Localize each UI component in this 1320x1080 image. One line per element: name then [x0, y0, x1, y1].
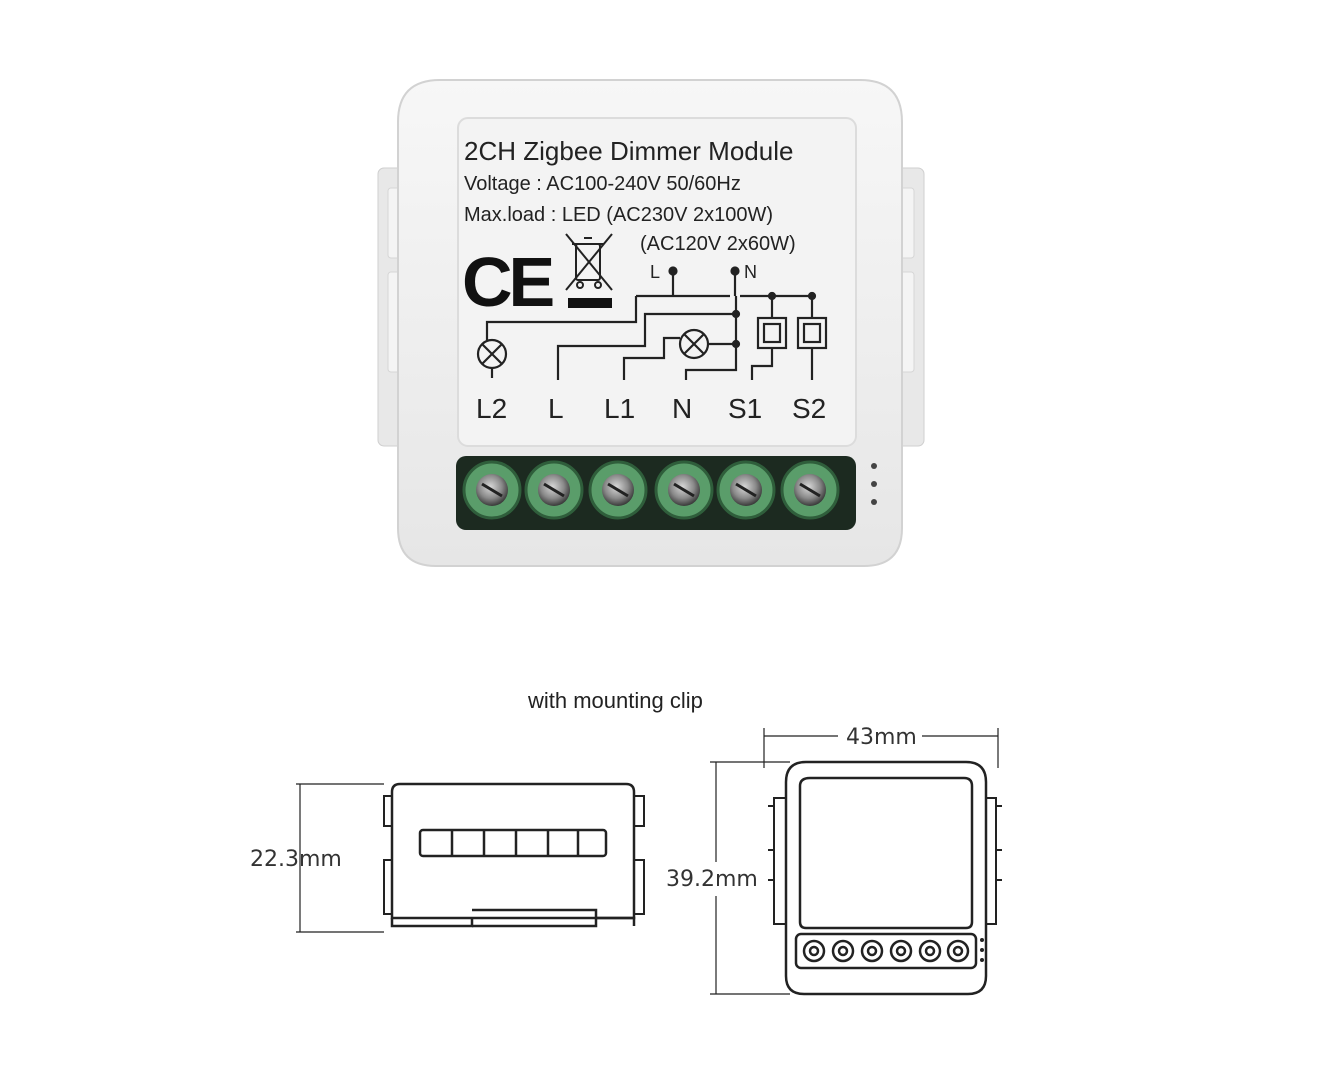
weee-bar	[568, 298, 612, 308]
front-led-dots	[980, 938, 984, 962]
terminal-label-s2: S2	[792, 393, 826, 424]
ce-mark: CE	[462, 243, 553, 321]
wiring-label-l: L	[650, 262, 660, 282]
terminal-label-s1: S1	[728, 393, 762, 424]
terminal-label-l: L	[548, 393, 564, 424]
terminal-label-l1: L1	[604, 393, 635, 424]
front-height-label: 39.2mm	[666, 867, 758, 892]
front-view-drawing	[710, 728, 1002, 996]
terminal-label-n: N	[672, 393, 692, 424]
maxload-spec-2: (AC120V 2x60W)	[640, 233, 796, 255]
module-photo: 2CH Zigbee Dimmer Module Voltage : AC100…	[377, 79, 925, 567]
front-width-label: 43mm	[846, 725, 917, 750]
wiring-diagram	[476, 266, 828, 380]
product-title: 2CH Zigbee Dimmer Module	[464, 136, 793, 166]
side-view-drawing	[296, 782, 645, 933]
wiring-label-n: N	[744, 262, 757, 282]
terminal-screws	[462, 460, 840, 520]
led-indicator-dots	[871, 463, 877, 505]
maxload-spec: Max.load : LED (AC230V 2x100W)	[464, 204, 773, 226]
terminal-label-l2: L2	[476, 393, 507, 424]
side-height-label: 22.3mm	[250, 847, 342, 872]
weee-bin-icon	[565, 233, 613, 291]
voltage-spec: Voltage : AC100-240V 50/60Hz	[464, 173, 741, 195]
dimension-caption: with mounting clip	[527, 688, 703, 713]
